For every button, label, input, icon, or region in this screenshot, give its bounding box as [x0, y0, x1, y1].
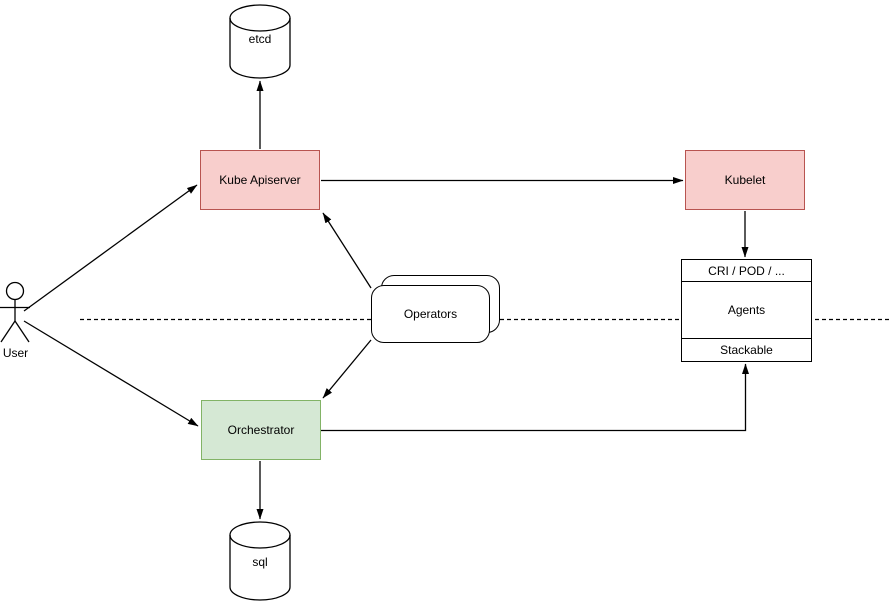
agents-header-label: CRI / POD / ...: [708, 263, 785, 278]
agents-footer-row: Stackable: [682, 338, 811, 361]
user-label: User: [2, 346, 29, 360]
node-orchestrator: Orchestrator: [201, 400, 321, 460]
edge-user-apiserver: [23, 184, 198, 312]
agents-header-row: CRI / POD / ...: [682, 260, 811, 282]
agents-body-label: Agents: [727, 303, 766, 317]
operators-label: Operators: [403, 307, 458, 321]
node-agents-stack: CRI / POD / ... Agents Stackable: [681, 259, 812, 362]
agents-body-row: Agents: [682, 282, 811, 338]
edge-operators-orchestrator: [322, 339, 372, 399]
etcd-label: etcd: [248, 32, 272, 46]
edge-operators-apiserver: [322, 212, 372, 289]
agents-footer-label: Stackable: [720, 343, 773, 357]
node-kubelet: Kubelet: [685, 150, 805, 210]
node-operators: Operators: [371, 285, 490, 343]
orchestrator-label: Orchestrator: [227, 423, 295, 437]
sql-label: sql: [252, 555, 268, 569]
kubelet-label: Kubelet: [724, 173, 766, 187]
user-actor-figure: [0, 281, 30, 343]
node-kube-apiserver: Kube Apiserver: [200, 150, 320, 210]
kube-apiserver-label: Kube Apiserver: [219, 173, 301, 187]
edge-orchestrator-stackable: [321, 363, 749, 432]
edge-user-orchestrator: [23, 320, 199, 427]
